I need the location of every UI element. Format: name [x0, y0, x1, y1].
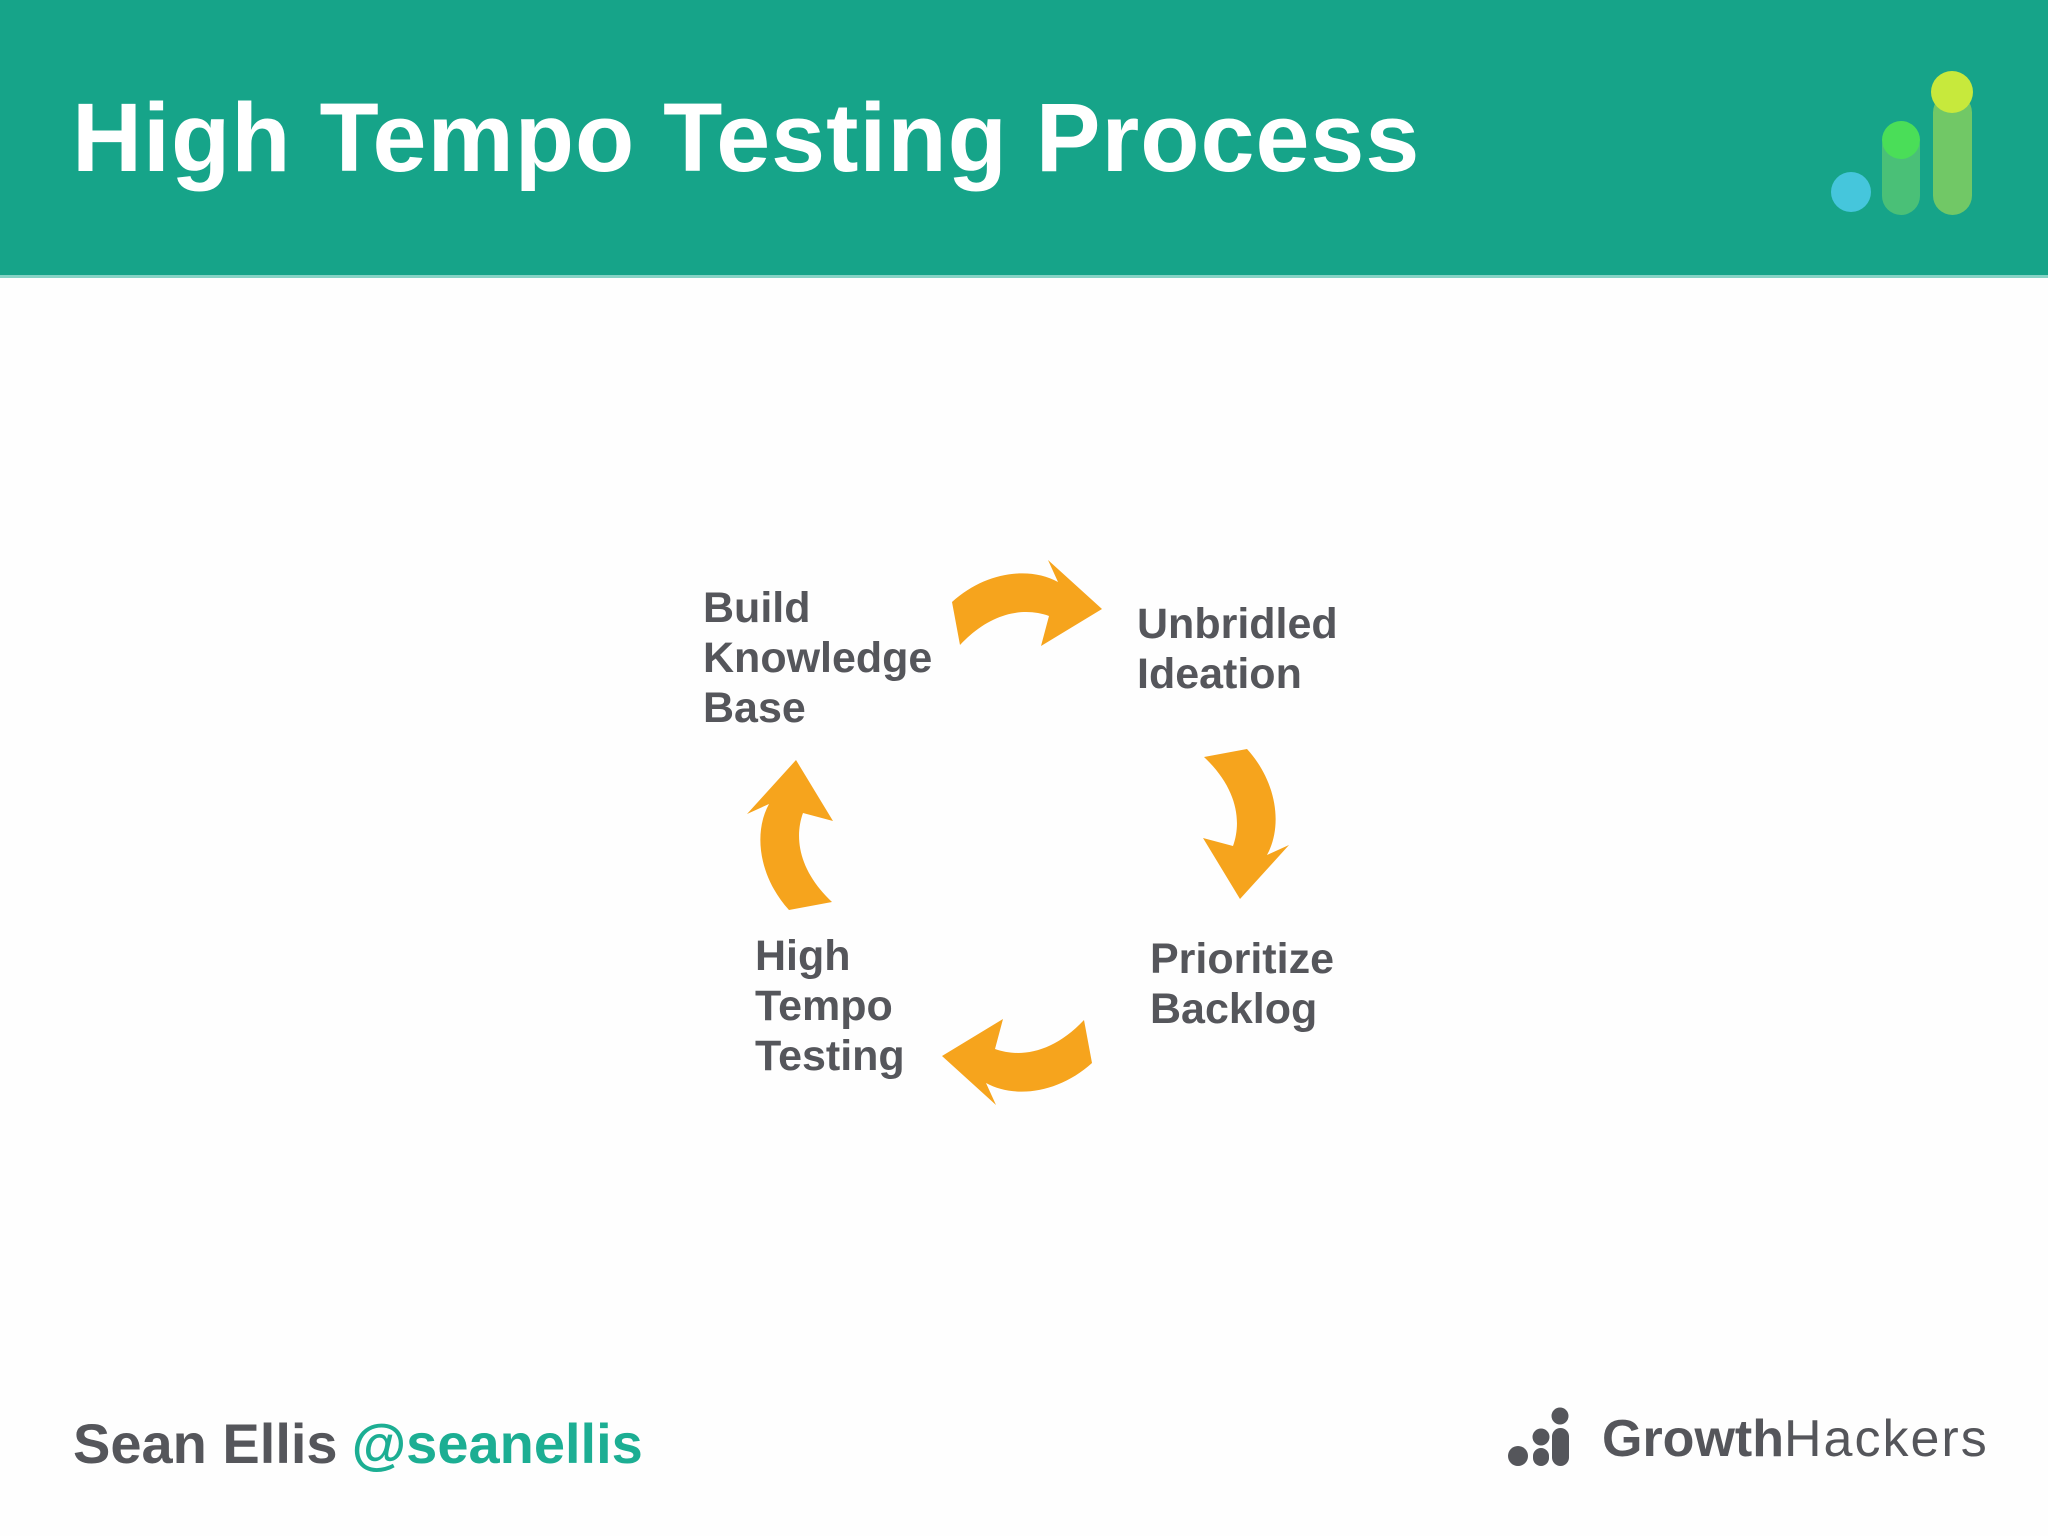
growth-bars-icon: [1508, 1407, 1569, 1466]
step-prioritize-backlog: Prioritize Backlog: [1150, 935, 1334, 1033]
twitter-handle-link[interactable]: @seanellis: [351, 1412, 643, 1475]
arrow-testing-to-build-icon: [747, 760, 833, 910]
attribution: Sean Ellis@seanellis: [73, 1414, 643, 1474]
brand-word-hackers: Hackers: [1783, 1410, 1989, 1468]
slide-title: High Tempo Testing Process: [72, 82, 1421, 192]
step-high-tempo-testing: High Tempo Testing: [755, 932, 905, 1080]
arrow-ideation-to-prioritize-icon: [1203, 749, 1289, 899]
brand-word-growth: Growth: [1602, 1410, 1784, 1468]
author-name: Sean Ellis: [73, 1412, 338, 1475]
step-build-knowledge-base: Build Knowledge Base: [703, 584, 933, 732]
growthhackers-logo: GrowthHackers: [1506, 1405, 1989, 1467]
step-unbridled-ideation: Unbridled Ideation: [1137, 600, 1338, 698]
header-bar: High Tempo Testing Process: [0, 0, 2048, 278]
arrow-prioritize-to-testing-icon: [942, 1019, 1092, 1105]
growth-bars-icon: [1831, 71, 1973, 215]
growthhackers-wordmark: GrowthHackers: [1602, 1411, 1989, 1467]
arrow-build-to-ideation-icon: [952, 560, 1102, 646]
